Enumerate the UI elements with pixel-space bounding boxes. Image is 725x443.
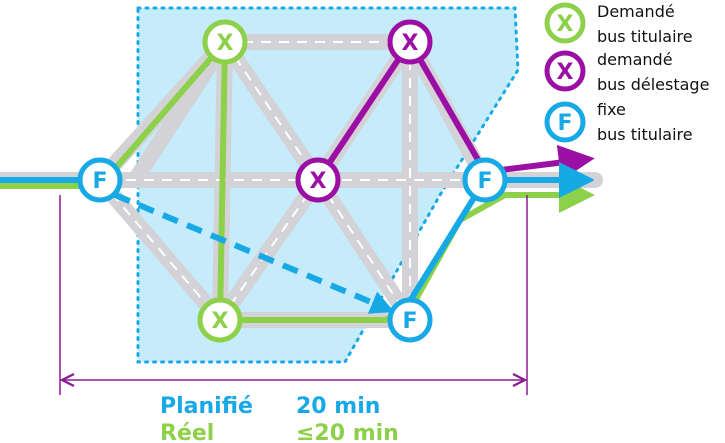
svg-text:X: X [217, 31, 234, 56]
node-x-top-left: X [202, 19, 248, 65]
duration-dimension [59, 195, 528, 395]
node-x-center: X [295, 157, 341, 203]
node-x-top-right: X [387, 19, 433, 65]
node-f-bottom-right: F [387, 297, 433, 343]
svg-text:X: X [212, 309, 229, 334]
svg-text:F: F [92, 169, 107, 194]
svg-text:X: X [557, 12, 574, 37]
svg-text:F: F [557, 111, 572, 136]
svg-text:F: F [402, 309, 417, 334]
svg-text:X: X [557, 60, 574, 85]
svg-text:bus délestage: bus délestage [597, 75, 709, 94]
legend-item-purple: X demandé bus délestage [544, 50, 709, 94]
svg-text:bus titulaire: bus titulaire [597, 27, 693, 46]
actual-value: ≤20 min [296, 421, 399, 443]
svg-text:F: F [477, 169, 492, 194]
route-purple-relief [315, 39, 595, 182]
svg-text:fixe: fixe [597, 100, 626, 119]
svg-text:Demandé: Demandé [597, 2, 675, 21]
svg-text:bus titulaire: bus titulaire [597, 125, 693, 144]
legend: X Demandé bus titulaire X demandé bus dé… [544, 2, 709, 144]
route-blue-planned-dashed [113, 192, 395, 314]
route-green-actual [0, 39, 595, 323]
planned-value: 20 min [296, 394, 380, 419]
legend-item-blue: F fixe bus titulaire [544, 100, 693, 144]
legend-item-green: X Demandé bus titulaire [544, 2, 693, 46]
planned-label: Planifié [160, 394, 253, 419]
svg-text:X: X [310, 169, 327, 194]
svg-text:X: X [402, 31, 419, 56]
svg-text:demandé: demandé [597, 50, 673, 69]
node-f-left: F [77, 157, 123, 203]
node-f-right: F [462, 157, 508, 203]
actual-label: Réel [160, 421, 214, 443]
node-x-bottom-left: X [197, 297, 243, 343]
